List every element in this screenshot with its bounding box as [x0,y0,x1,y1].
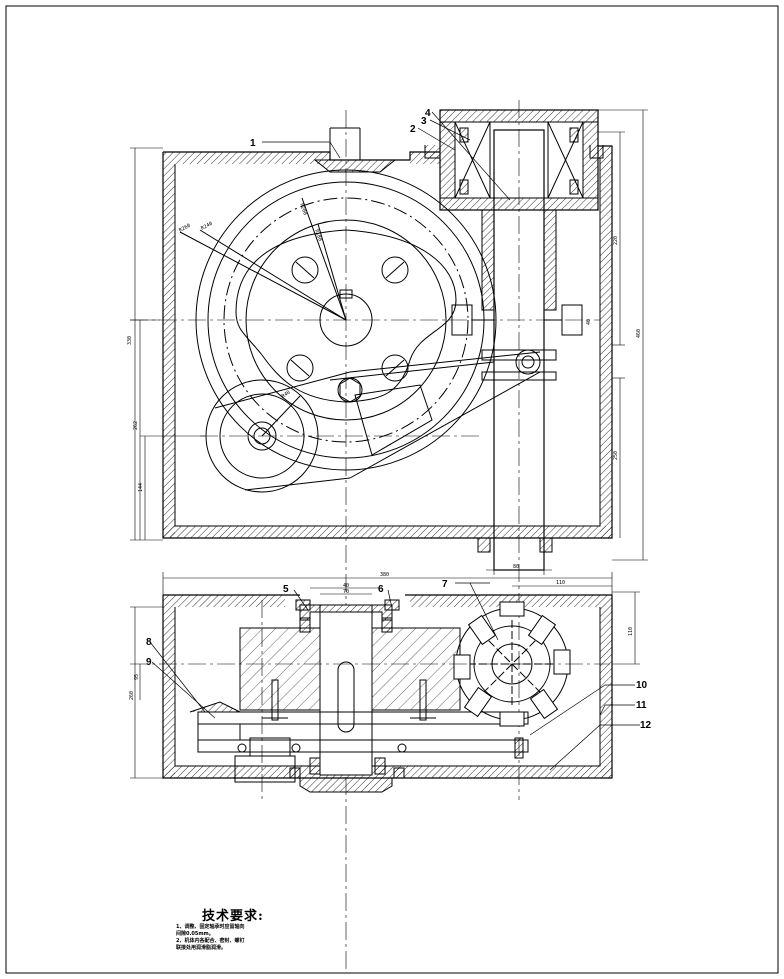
part-number-11: 11 [636,700,647,711]
dim-lower-left2: 95 [134,674,140,680]
part-number-7: 7 [442,579,448,590]
plan-view [130,572,640,800]
notes-line-1: 1、调整、固定轴承时应留轴向 [176,924,245,930]
dim-r260: R260 [178,223,191,234]
dim-right-total: 460 [636,329,642,338]
dim-r180: R180 [313,229,323,242]
part-number-3: 3 [421,116,427,127]
dim-right-upper: 220 [613,236,619,245]
part-number-12: 12 [640,720,652,731]
notes-line-2: 间隙0.05mm。 [176,931,214,937]
part-number-8: 8 [146,637,152,648]
dim-lower-left: 260 [129,691,135,700]
part-number-5: 5 [283,584,289,595]
dim-lower-a: 40 [343,583,349,589]
dim-r200: R200 [298,203,308,216]
part-number-9: 9 [146,657,152,668]
dim-right-small: 40 [586,319,592,325]
dim-lower-b: 70 [343,589,349,595]
part-number-1: 1 [250,138,256,149]
dim-shaft: 80 [513,564,519,570]
dim-r40: R40 [281,390,292,400]
dim-left-mid: 262 [133,421,139,430]
technical-requirements: 技术要求: 1、调整、固定轴承时应留轴向 间隙0.05mm。 2、机体内各配合、… [176,905,316,952]
part-number-4: 4 [425,108,431,119]
part-number-2: 2 [410,124,416,135]
dim-left-low: 144 [138,483,144,492]
notes-title: 技术要求: [202,909,264,924]
dim-r240: R240 [200,221,213,232]
dim-right-lower: 250 [613,451,619,460]
front-view [130,100,648,970]
part-number-6: 6 [378,584,384,595]
part-number-10: 10 [636,680,648,691]
dim-lower-top: 380 [380,572,389,578]
dim-lower-110: 110 [628,627,634,636]
dim-left-total: 330 [127,336,133,345]
notes-line-3: 2、机体内各配合、密封、螺钉 [176,938,245,944]
part-leaders [149,111,640,771]
sheet-border [5,5,779,974]
notes-line-4: 联接处用润滑脂润滑。 [176,945,227,951]
dim-right-110: 110 [556,580,565,586]
